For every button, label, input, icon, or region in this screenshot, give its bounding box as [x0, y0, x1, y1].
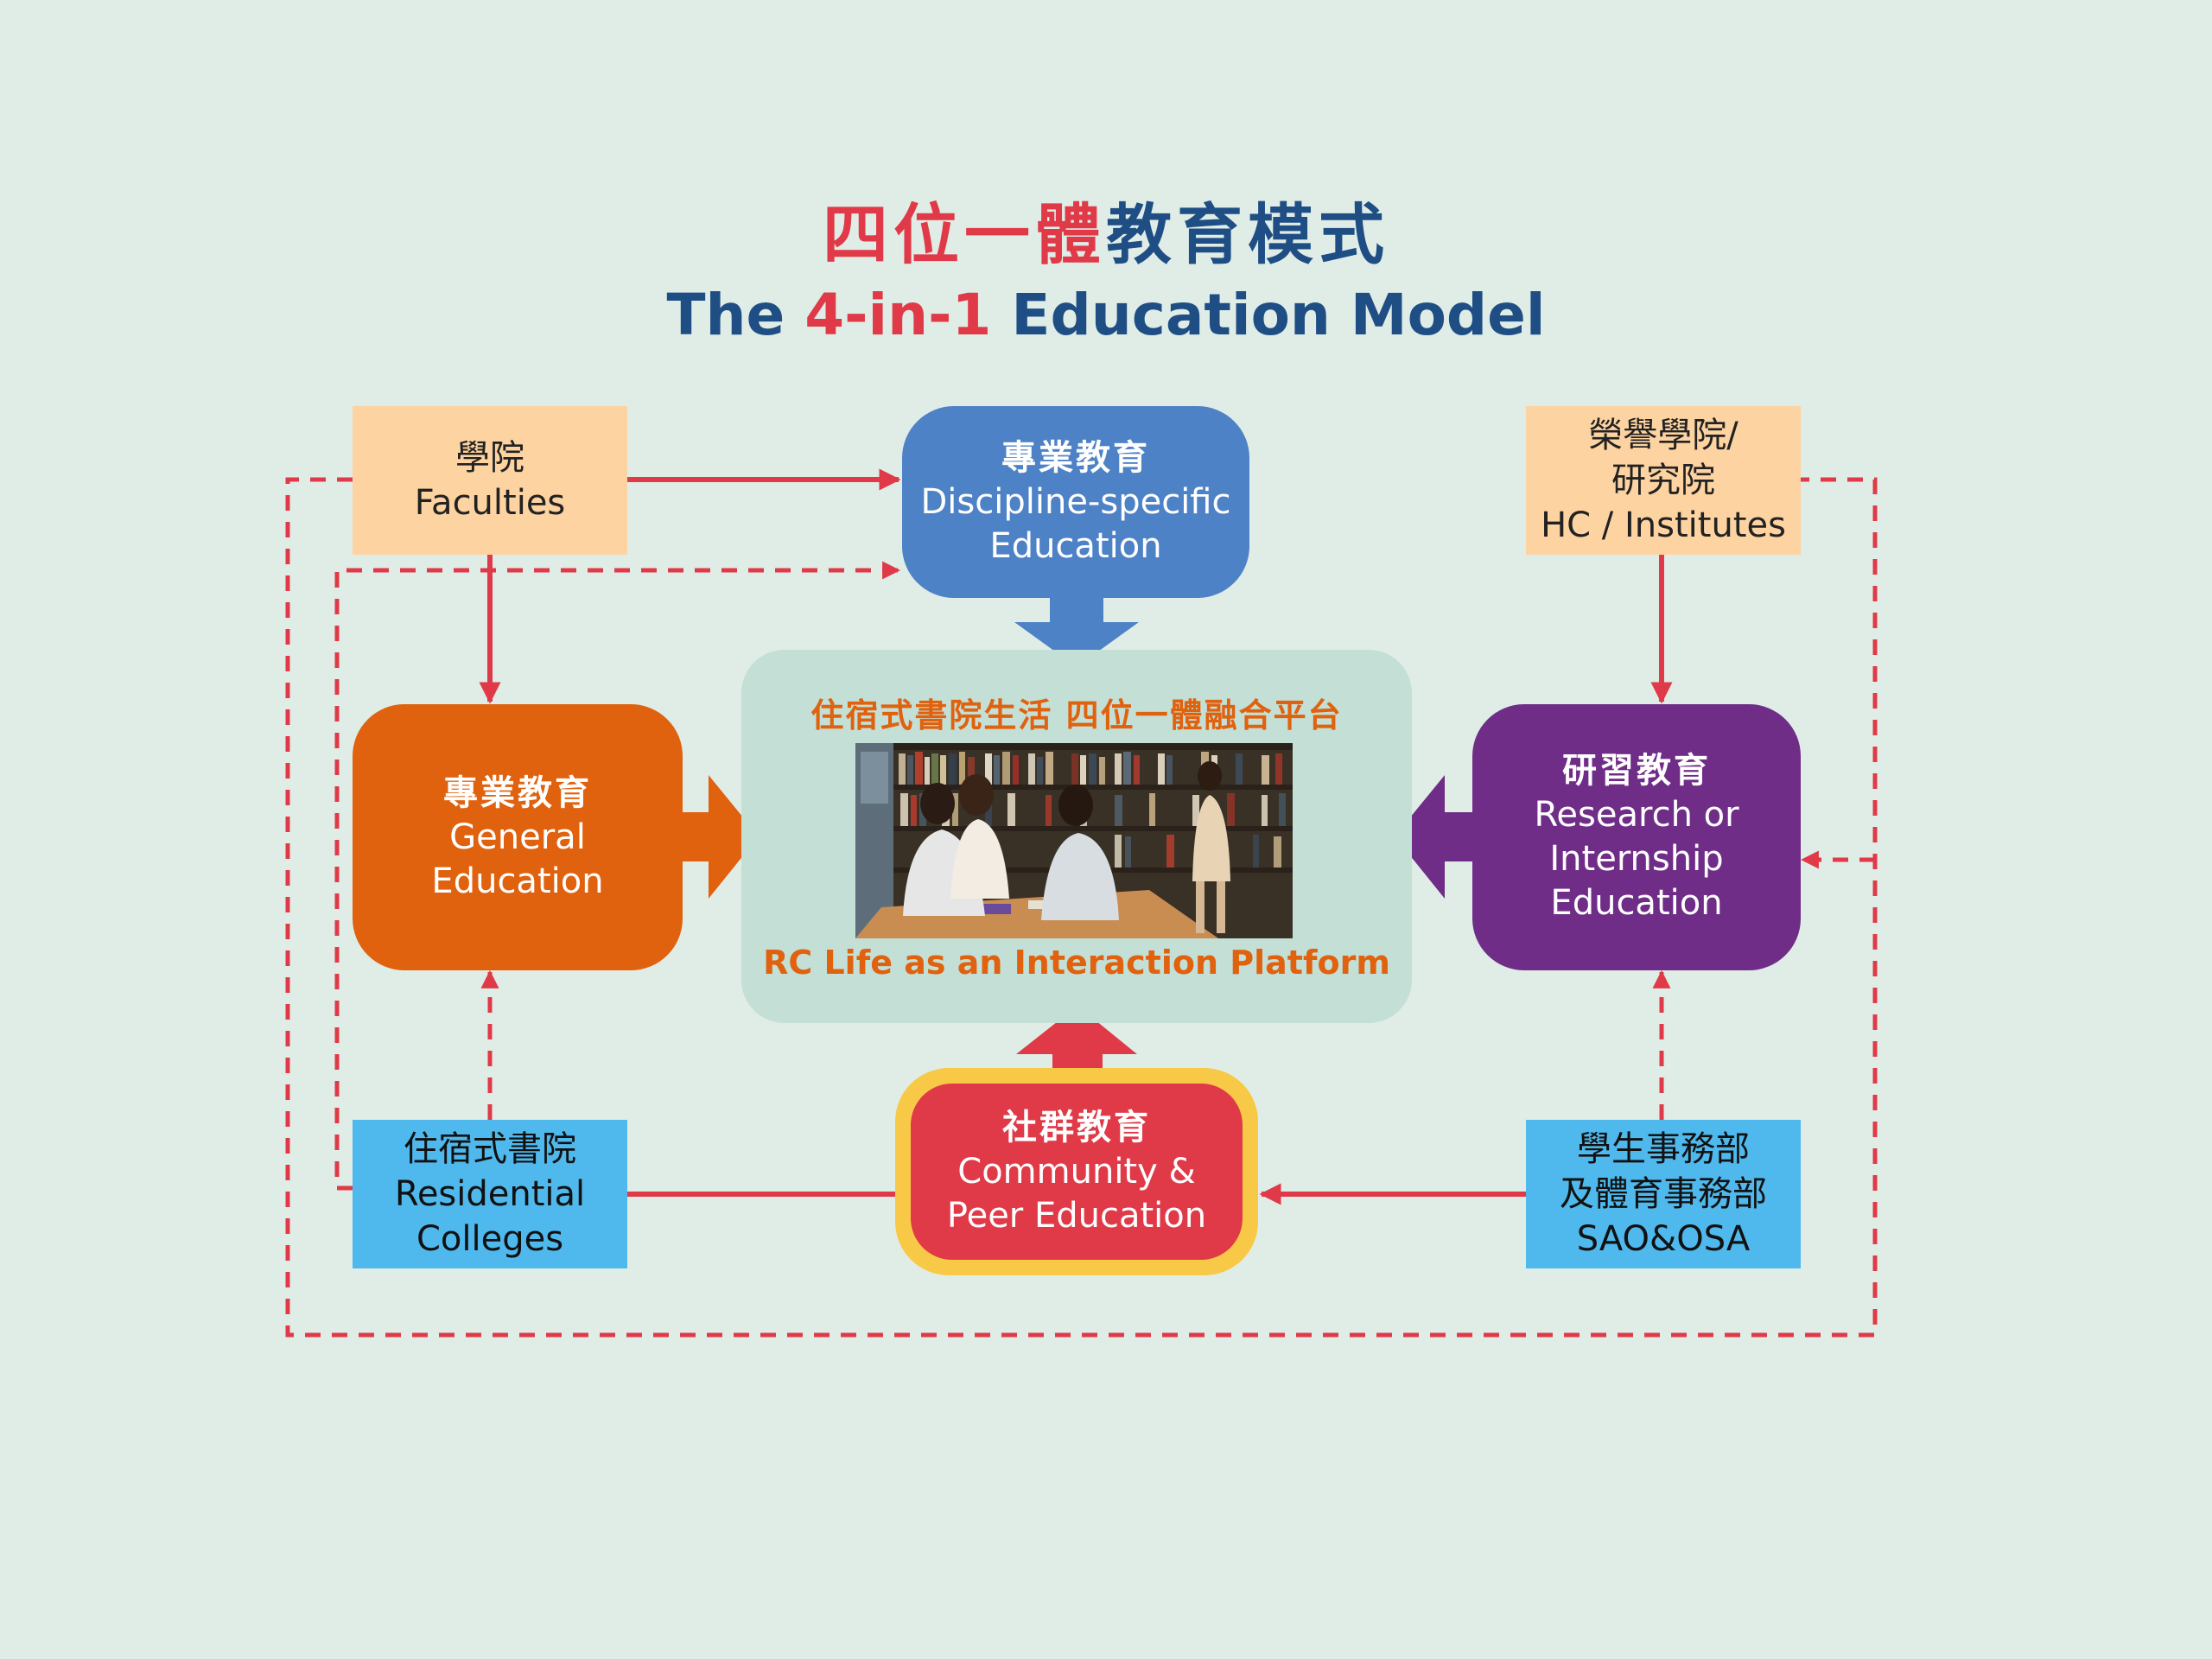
research-node: 研習教育 Research or Internship Education [1472, 704, 1801, 970]
research-en-1: Research or [1534, 795, 1739, 835]
community-en-2: Peer Education [946, 1195, 1207, 1236]
platform-title-zh: 住宿式書院生活 四位一體融合平台 [810, 696, 1343, 734]
general-zh: 專業教育 [443, 772, 592, 813]
faculties-en: Faculties [414, 483, 566, 523]
title-zh-navy: 教育模式 [1106, 196, 1389, 273]
title-en-prefix: The [666, 282, 805, 348]
library-photo [855, 743, 1293, 938]
residential-en-2: Colleges [416, 1219, 564, 1259]
discipline-zh: 專業教育 [1001, 437, 1150, 478]
hc-zh-1: 榮譽學院/ [1588, 416, 1738, 455]
research-en-2: Internship [1549, 839, 1724, 879]
sao-en: SAO&OSA [1576, 1219, 1751, 1259]
hc-zh-2: 研究院 [1611, 461, 1715, 500]
general-en-2: Education [431, 861, 604, 901]
title-en-red: 4-in-1 [804, 282, 992, 348]
sao-zh-1: 學生事務部 [1577, 1129, 1750, 1169]
sao-osa-node: 學生事務部 及體育事務部 SAO&OSA [1526, 1120, 1801, 1268]
residential-en-1: Residential [394, 1174, 586, 1214]
general-education-node: 專業教育 General Education [353, 704, 683, 970]
library-photo-illustration [855, 743, 1293, 938]
residential-zh: 住宿式書院 [404, 1129, 576, 1169]
general-en-1: General [449, 817, 586, 857]
research-zh: 研習教育 [1562, 751, 1711, 791]
general-to-platform-arrow [679, 775, 759, 899]
hc-institutes-node: 榮譽學院/ 研究院 HC / Institutes [1526, 406, 1801, 555]
platform-title-en: RC Life as an Interaction Platform [763, 944, 1390, 982]
community-en-1: Community & [957, 1151, 1196, 1192]
residential-colleges-node: 住宿式書院 Residential Colleges [353, 1120, 627, 1268]
title-en-suffix: Education Model [991, 282, 1546, 348]
sao-zh-2: 及體育事務部 [1560, 1174, 1767, 1214]
outer-dashed-loop [285, 477, 1878, 1338]
community-zh: 社群教育 [1002, 1107, 1151, 1147]
title-zh-red: 四位一體 [823, 196, 1106, 273]
research-en-3: Education [1550, 883, 1723, 923]
diagram-title-zh: 四位一體教育模式 [0, 192, 2212, 278]
discipline-en-2: Education [989, 525, 1162, 566]
hc-en: HC / Institutes [1541, 505, 1786, 545]
diagram-title-en: The 4-in-1 Education Model [0, 276, 2212, 354]
discipline-node: 專業教育 Discipline-specific Education [902, 406, 1249, 598]
faculties-zh: 學院 [455, 438, 524, 478]
discipline-en-1: Discipline-specific [920, 481, 1231, 522]
residential-to-discipline-dashed [334, 561, 901, 1191]
community-to-platform-arrow [1016, 1006, 1137, 1071]
faculties-node: 學院 Faculties [353, 406, 627, 555]
community-node: 社群教育 Community & Peer Education [911, 1084, 1243, 1260]
discipline-to-platform-arrow [1014, 596, 1139, 667]
research-to-platform-arrow [1395, 775, 1474, 899]
